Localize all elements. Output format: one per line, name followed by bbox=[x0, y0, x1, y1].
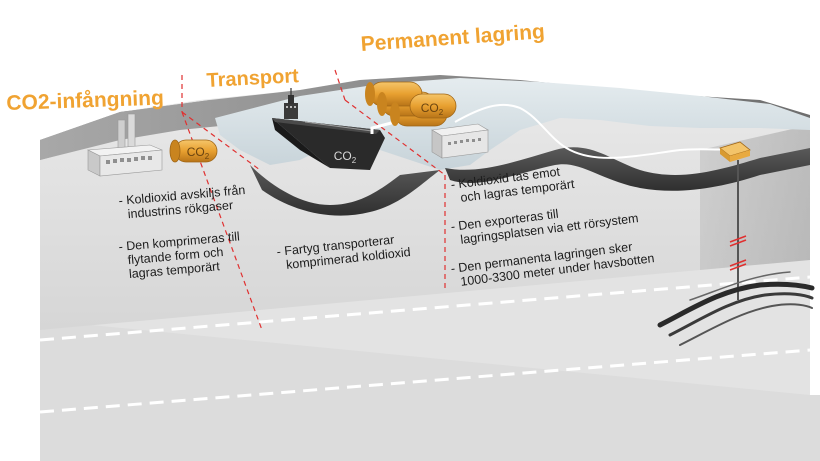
depth-break-line-upper bbox=[39, 275, 811, 342]
main-block bbox=[40, 69, 810, 331]
depth-break-line-lower bbox=[39, 348, 811, 414]
co2-tank-capture: CO2 bbox=[169, 139, 218, 163]
tanker-ship-icon: CO2 bbox=[272, 88, 385, 170]
stage-title-transport: Transport bbox=[206, 65, 300, 92]
seabed-storage bbox=[445, 147, 810, 191]
storage-building-icon bbox=[431, 123, 489, 159]
sea-surface bbox=[215, 78, 810, 170]
co2-label-storage: CO2 bbox=[421, 101, 444, 117]
factory-icon bbox=[86, 113, 163, 177]
stage-divider-capture-top bbox=[181, 111, 261, 171]
co2-label-capture: CO2 bbox=[187, 145, 210, 161]
depth-break-marker bbox=[729, 235, 747, 271]
export-pipeline bbox=[454, 103, 741, 159]
stage-divider-storage-front bbox=[344, 99, 446, 176]
geological-strata bbox=[657, 271, 815, 346]
co2-tanks-storage: CO2 bbox=[365, 81, 457, 127]
injection-platform-icon bbox=[719, 141, 751, 162]
seabed-transport bbox=[250, 165, 440, 216]
co2-label-ship: CO2 bbox=[334, 149, 357, 165]
